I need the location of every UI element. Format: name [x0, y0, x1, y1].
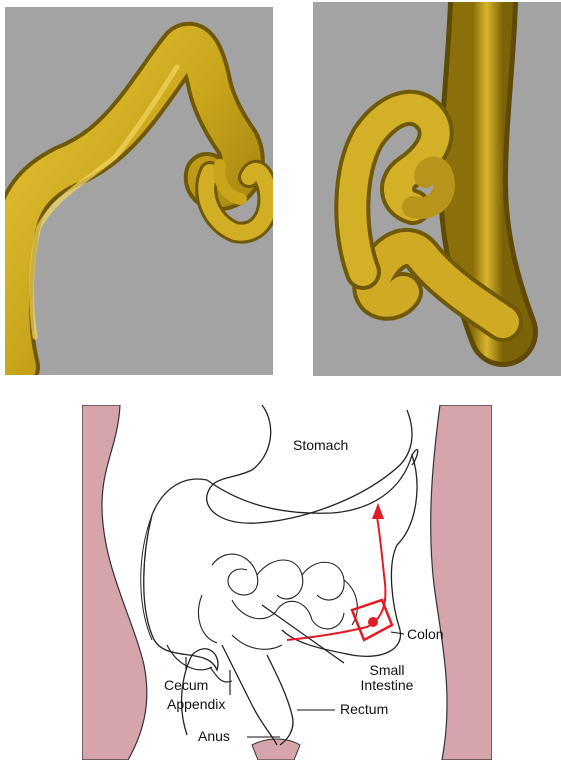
stomach-outline	[207, 405, 412, 523]
appendix-outline	[210, 667, 232, 682]
stomach-label: Stomach	[293, 438, 348, 453]
polyp-marker	[368, 617, 378, 627]
rectum-label: Rectum	[340, 702, 388, 717]
cecum-label: Cecum	[164, 678, 208, 693]
colon-surface-right	[313, 2, 561, 376]
appendix-label: Appendix	[167, 697, 225, 712]
small-intestine-label-line2: Intestine	[344, 678, 430, 693]
descending-colon	[282, 455, 417, 656]
colon-label: Colon	[407, 627, 444, 642]
small-intestine-label: Small Intestine	[344, 663, 430, 693]
scope-arrow	[372, 503, 384, 519]
colon-surface-left	[5, 7, 273, 375]
body-left-side	[82, 405, 147, 760]
colon-3d-render-left	[5, 7, 273, 375]
body-right-side	[431, 405, 492, 760]
colon-3d-render-right	[313, 2, 561, 376]
transverse-colon	[207, 450, 418, 514]
small-intestine-label-line1: Small	[344, 663, 430, 678]
anus-label: Anus	[198, 729, 230, 744]
digestive-system-drawing	[82, 405, 492, 760]
small-intestine-coils	[198, 554, 357, 649]
digestive-system-diagram: Stomach Colon Small Intestine Cecum Appe…	[82, 405, 492, 760]
